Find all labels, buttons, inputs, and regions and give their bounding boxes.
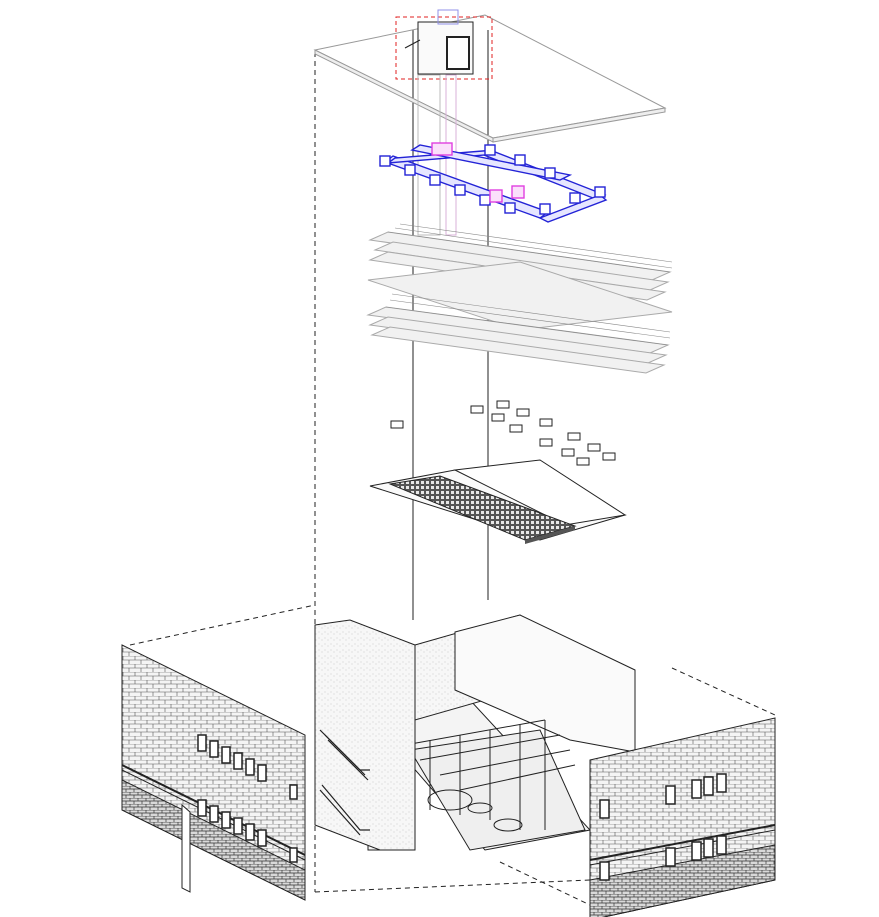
duct-network xyxy=(379,144,608,223)
light-fixtures xyxy=(390,400,616,466)
ceiling-baffle-lines xyxy=(385,223,673,346)
stair-core xyxy=(314,619,416,851)
duct-highlight xyxy=(431,142,525,203)
roof-plane xyxy=(313,14,667,143)
ceiling-grid xyxy=(369,459,627,544)
left-exterior-wall xyxy=(121,644,306,901)
rooftop-unit xyxy=(395,9,493,80)
ceiling-baffles-upper xyxy=(366,231,673,374)
right-exterior-wall xyxy=(589,717,776,917)
